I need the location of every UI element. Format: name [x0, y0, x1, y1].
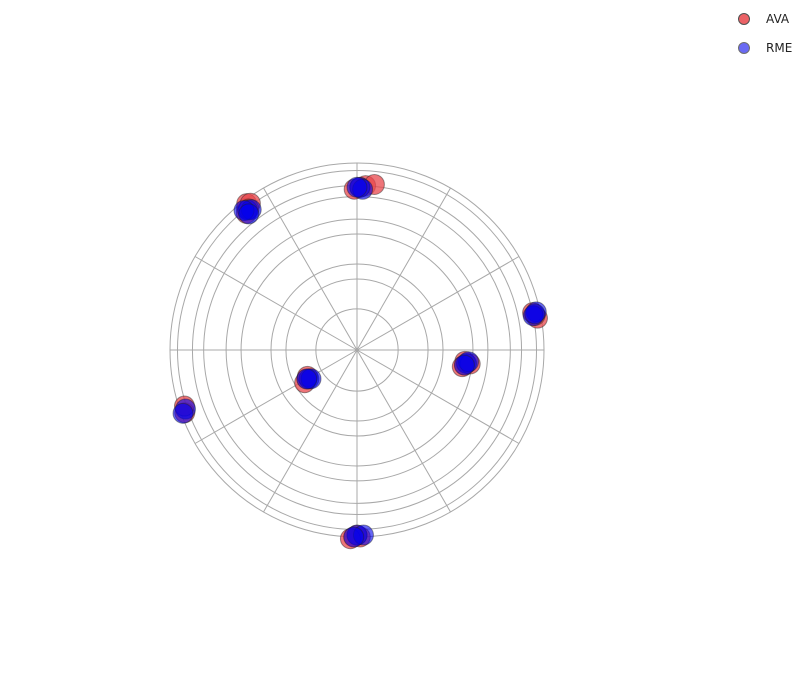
data-points — [172, 173, 548, 550]
legend-marker-ava — [738, 12, 750, 25]
legend: AVA RME — [738, 4, 792, 62]
point-rme-9[interactable] — [524, 303, 546, 325]
grid-spoke-8 — [263, 349, 358, 513]
point-rme-6[interactable] — [238, 203, 260, 225]
point-rme-2[interactable] — [346, 176, 368, 198]
grid-spoke-10 — [356, 349, 451, 513]
grid-spoke-11 — [356, 349, 520, 444]
point-rme-20[interactable] — [343, 526, 365, 548]
grid-spoke-7 — [194, 349, 358, 444]
legend-item-rme[interactable]: RME — [738, 33, 792, 62]
polar-grid — [169, 162, 545, 538]
grid-spoke-5 — [194, 256, 358, 351]
point-rme-14[interactable] — [172, 402, 194, 424]
grid-spoke-4 — [263, 187, 358, 351]
grid-spoke-1 — [356, 256, 520, 351]
point-rme-17[interactable] — [296, 368, 318, 390]
legend-item-ava[interactable]: AVA — [738, 4, 792, 33]
point-rme-12[interactable] — [453, 354, 475, 376]
grid-spoke-2 — [356, 187, 451, 351]
legend-label-rme: RME — [766, 40, 793, 55]
legend-label-ava: AVA — [766, 11, 790, 26]
legend-marker-rme — [738, 41, 750, 54]
